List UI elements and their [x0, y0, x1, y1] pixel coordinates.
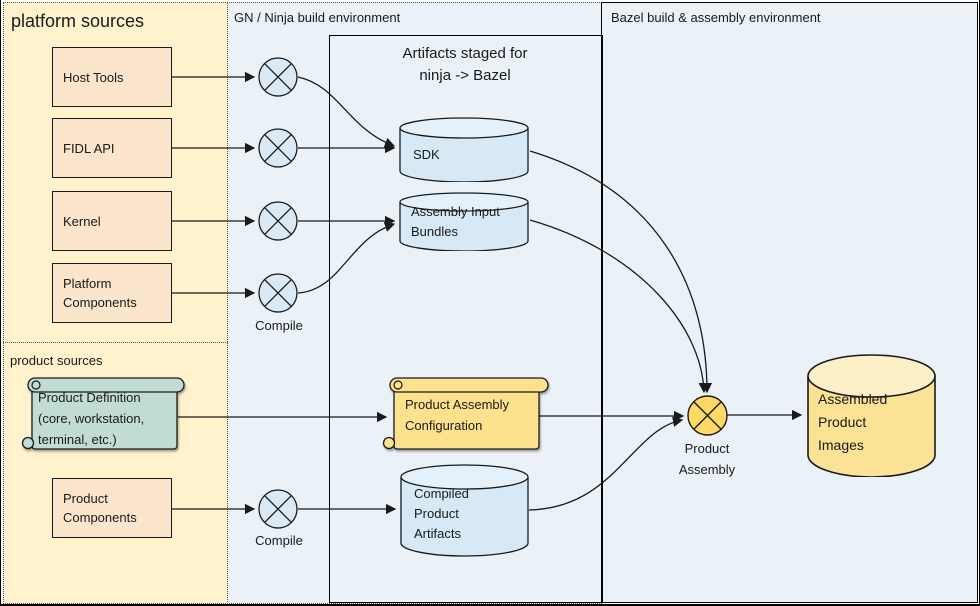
- compile-label-platform: Compile: [255, 318, 303, 333]
- bazel-environment-title: Bazel build & assembly environment: [611, 10, 821, 25]
- compile-node-icon: [258, 128, 298, 168]
- assembled-product-images-label: Assembled Product Images: [818, 391, 888, 453]
- platform-sources-title: platform sources: [11, 11, 145, 31]
- product-assembly-configuration-scroll: Product Assembly Configuration: [380, 376, 550, 454]
- platform-components-box: Platform Components: [52, 263, 172, 323]
- compile-label-product: Compile: [255, 533, 303, 548]
- arrow-compiled-artifacts-to-product-assembly: [528, 416, 684, 511]
- product-definition-scroll: Product Definition (core, workstation, t…: [20, 376, 186, 456]
- product-definition-label: Product Definition (core, workstation, t…: [38, 390, 145, 447]
- compile-node-icon: [258, 57, 298, 97]
- fidl-api-box: FIDL API: [52, 118, 172, 178]
- arrow-compile-to-sdk-curve: [297, 76, 396, 148]
- sdk-cylinder: SDK: [399, 117, 529, 182]
- sdk-label: SDK: [413, 147, 440, 162]
- product-assembly-label: Product Assembly: [678, 441, 736, 477]
- staging-box-title: Artifacts staged for ninja -> Bazel: [402, 45, 528, 84]
- compile-node-icon: [258, 489, 298, 529]
- compiled-product-artifacts-label: Compiled Product Artifacts: [414, 486, 469, 541]
- assembly-input-bundles-label: Assembly Input Bundles: [411, 204, 500, 239]
- host-tools-box: Host Tools: [52, 47, 172, 107]
- compile-node-icon: [258, 201, 298, 241]
- arrow-compile-to-assembly-input-bundles-curve: [297, 221, 396, 294]
- product-sources-title: product sources: [10, 353, 103, 368]
- kernel-box: Kernel: [52, 191, 172, 251]
- product-assembly-configuration-label: Product Assembly Configuration: [405, 397, 510, 433]
- compiled-product-artifacts-cylinder: Compiled Product Artifacts: [400, 464, 529, 557]
- gn-ninja-environment-title: GN / Ninja build environment: [234, 10, 401, 25]
- staging-box: [329, 35, 603, 603]
- assembly-input-bundles-cylinder: Assembly Input Bundles: [399, 192, 529, 251]
- product-assembly-node-icon: [687, 395, 728, 436]
- bazel-environment-panel: [601, 2, 978, 603]
- arrow-sdk-to-product-assembly: [529, 150, 713, 394]
- compile-node-icon: [258, 273, 298, 313]
- arrow-bundles-to-product-assembly: [529, 219, 709, 394]
- assembled-product-images-cylinder: Assembled Product Images: [807, 354, 936, 477]
- product-components-box: Product Components: [52, 478, 172, 538]
